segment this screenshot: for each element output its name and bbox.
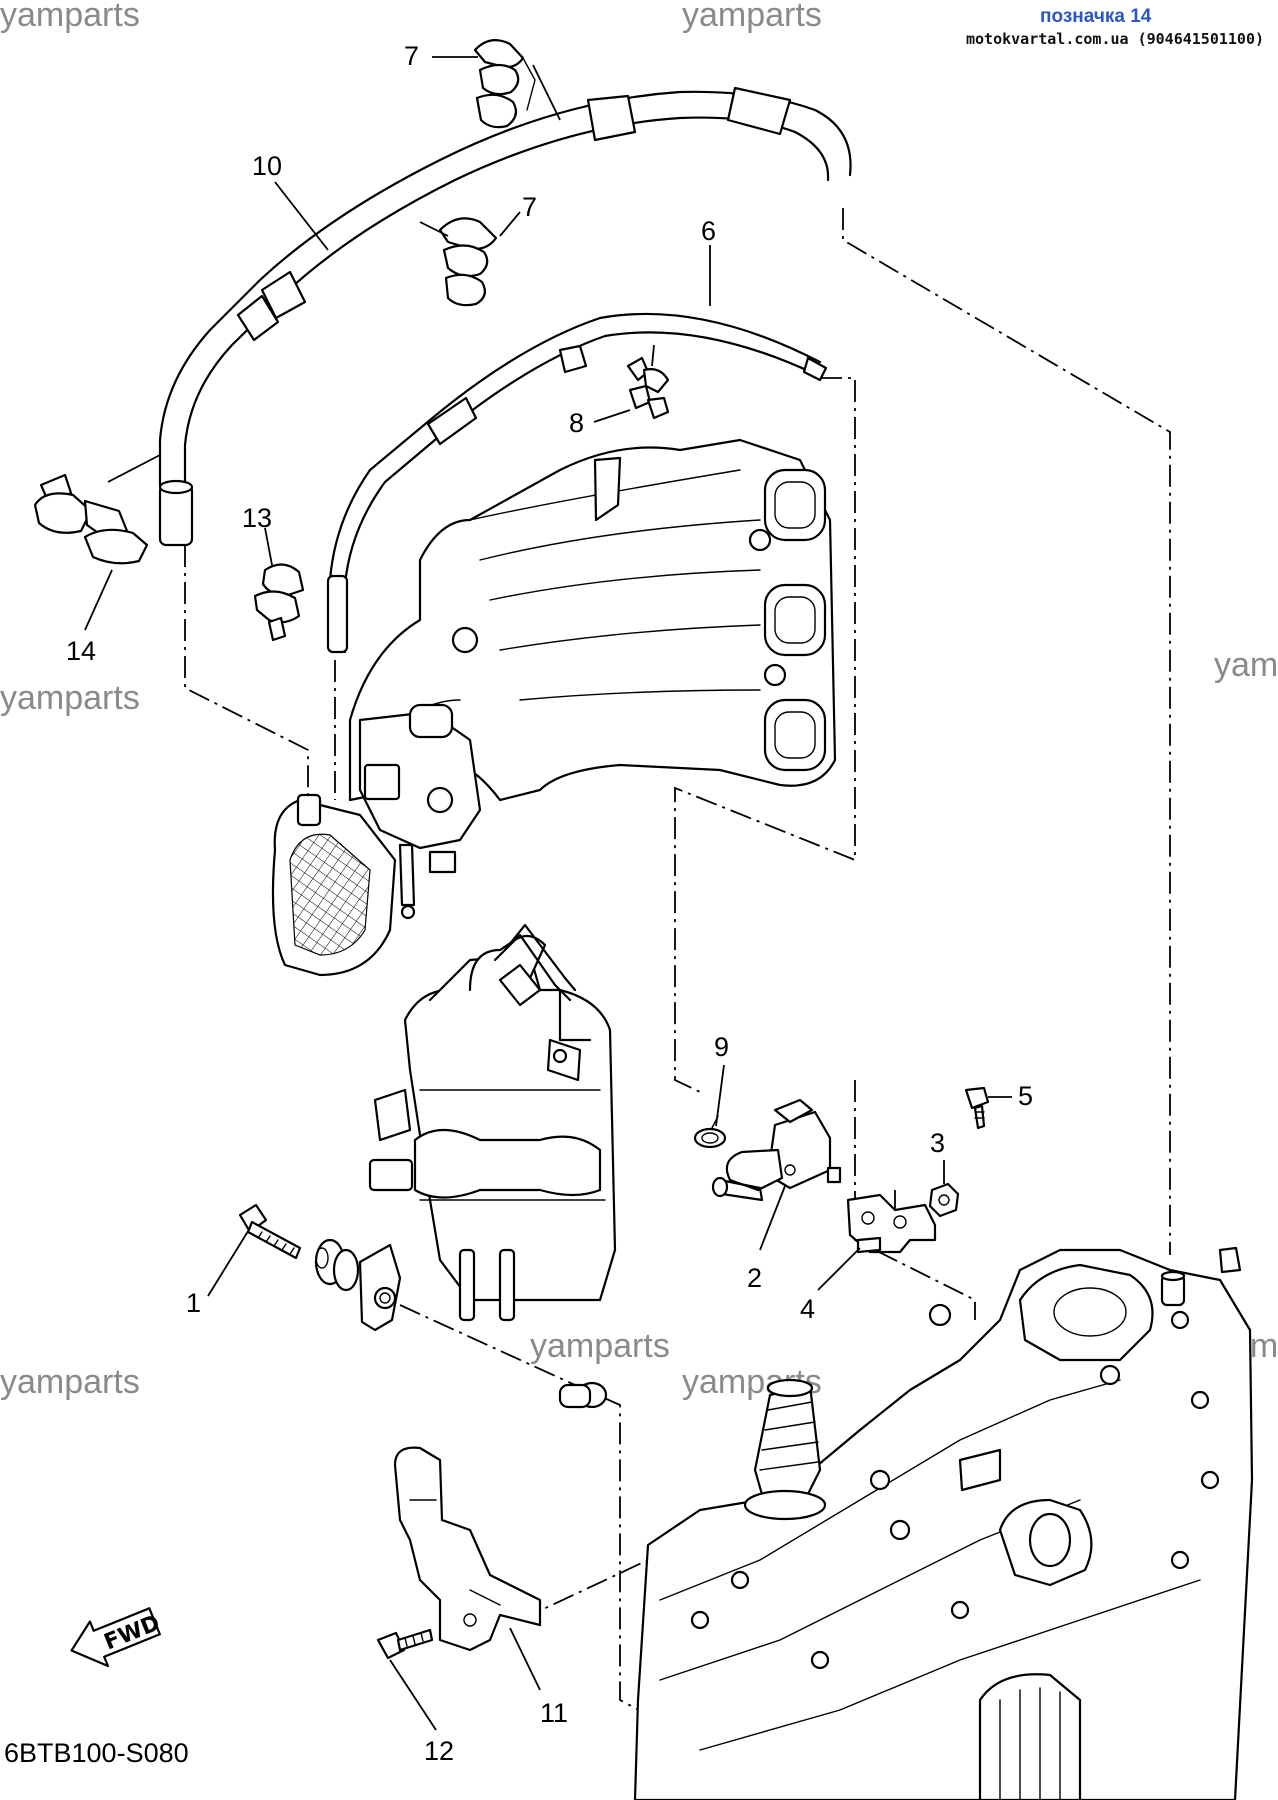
- assembly-line: [184, 545, 309, 800]
- watermark: yamparts: [1214, 646, 1278, 684]
- intake-manifold: [348, 438, 837, 802]
- hose-6: [326, 312, 828, 654]
- bolt-5: [964, 1086, 990, 1130]
- nut-3: [928, 1182, 960, 1218]
- assembly-line: [519, 1544, 681, 1621]
- watermark: yamparts: [0, 1363, 140, 1401]
- fuel-pump-assembly: [368, 923, 617, 1322]
- bolt-12: [376, 1628, 434, 1660]
- throttle-body: [271, 703, 482, 977]
- assembly-line: [399, 1304, 649, 1716]
- fwd-arrow-icon: FWD: [70, 1607, 164, 1668]
- diagram-code: 6BTB100-S080: [4, 1738, 189, 1768]
- clip-7-top: [473, 39, 536, 129]
- bolt-1: [238, 1203, 302, 1260]
- callout-14: 14: [66, 636, 96, 666]
- callout-12: 12: [424, 1736, 454, 1766]
- watermark: yamparts: [0, 679, 140, 717]
- bracket-11: [393, 1446, 542, 1652]
- collar: [558, 1381, 608, 1409]
- clip-7-mid: [438, 217, 498, 307]
- clip-8: [626, 356, 670, 420]
- callout-7: 7: [404, 41, 419, 71]
- callout-13: 13: [242, 503, 272, 533]
- assembly-line: [674, 377, 856, 1093]
- watermark: yamparts: [682, 0, 822, 34]
- clip-13: [253, 563, 305, 642]
- watermark: yamparts: [530, 1327, 670, 1365]
- bracket-4: [846, 1193, 937, 1254]
- callout-2: 2: [747, 1263, 762, 1293]
- callouts: 7 10 7 6 8 13 14 9 5 3 2 4: [66, 41, 1033, 1766]
- grommet: [314, 1238, 360, 1292]
- header-badge: позначка 14: [1040, 6, 1152, 27]
- engine-block: [633, 1246, 1254, 1800]
- callout-1: 1: [186, 1288, 201, 1318]
- clip-9: [693, 1115, 727, 1149]
- header-site: motokvartal.com.ua (904641501100): [966, 30, 1264, 48]
- callout-7: 7: [522, 192, 537, 222]
- assembly-lines: [184, 208, 1171, 1716]
- callout-3: 3: [930, 1128, 945, 1158]
- callout-5: 5: [1018, 1081, 1033, 1111]
- callout-11: 11: [540, 1698, 568, 1728]
- solenoid-valve-2: [711, 1098, 842, 1202]
- hose-10: [158, 86, 852, 547]
- mounting-plate: [358, 1243, 402, 1332]
- callout-10: 10: [252, 151, 282, 181]
- callout-6: 6: [701, 216, 716, 246]
- assembly-line: [842, 208, 1171, 1255]
- callout-4: 4: [800, 1294, 815, 1324]
- clip-14: [33, 473, 149, 565]
- assembly-line: [854, 1080, 976, 1320]
- callout-9: 9: [714, 1032, 729, 1062]
- callout-8: 8: [569, 408, 584, 438]
- watermark: yamparts: [0, 0, 140, 34]
